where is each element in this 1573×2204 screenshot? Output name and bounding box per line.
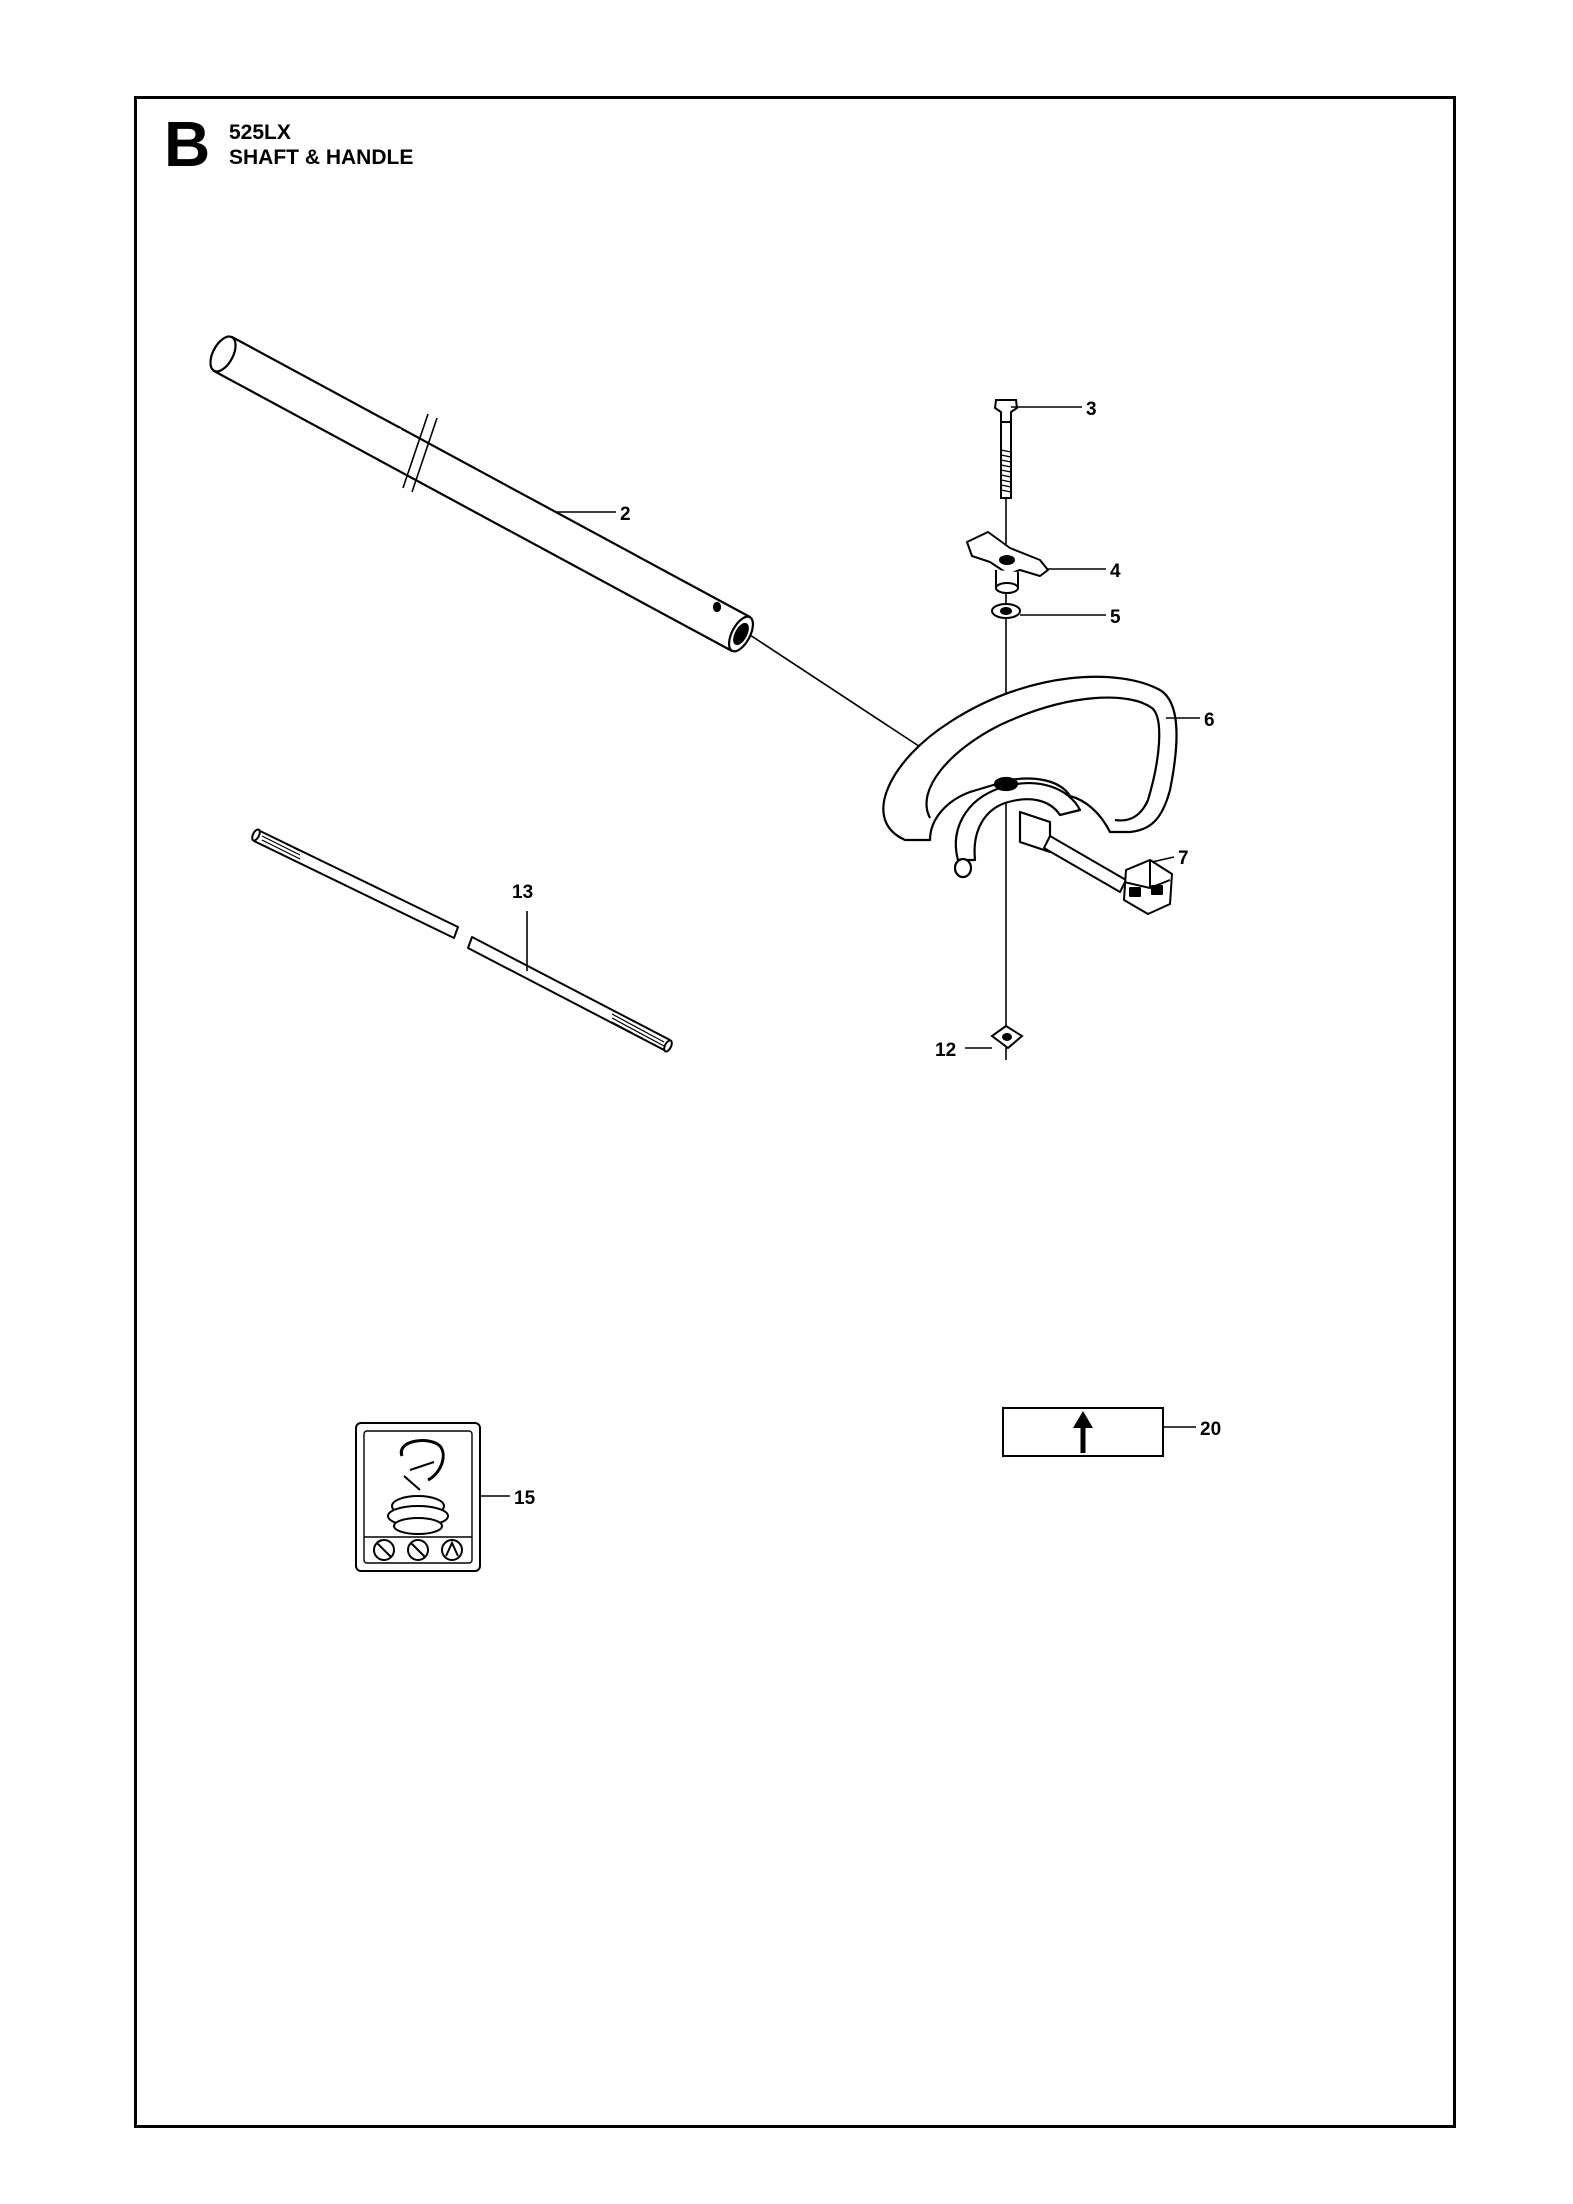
callout-5: 5	[1110, 607, 1121, 628]
part-2-shaft-tube	[209, 335, 755, 653]
leader-7	[1151, 856, 1175, 863]
part-12-square-nut	[990, 1024, 1024, 1050]
callout-13: 13	[512, 882, 533, 903]
part-20-arrow-label	[1002, 1407, 1164, 1457]
callout-4: 4	[1110, 561, 1121, 582]
callout-15: 15	[514, 1488, 536, 1509]
part-5-washer	[991, 603, 1021, 619]
part-15-decal	[355, 1422, 481, 1572]
part-2-axis-line	[749, 634, 941, 761]
page-frame	[134, 96, 1456, 2128]
part-7-connector	[1043, 835, 1173, 915]
callout-6: 6	[1204, 710, 1215, 731]
model-title: 525LX	[229, 121, 291, 144]
part-13-drive-shaft	[251, 828, 673, 1053]
part-3-bolt	[993, 399, 1019, 499]
callout-12: 12	[935, 1040, 956, 1061]
callout-20: 20	[1200, 1419, 1221, 1440]
part-6-loop-handle	[882, 675, 1178, 879]
callout-2: 2	[620, 504, 631, 525]
part-4-wing-knob	[966, 531, 1049, 594]
section-letter: B	[164, 108, 211, 180]
section-title: SHAFT & HANDLE	[229, 146, 414, 169]
callout-7: 7	[1178, 848, 1189, 869]
callout-3: 3	[1086, 399, 1097, 420]
leader-lines	[480, 406, 1200, 1497]
